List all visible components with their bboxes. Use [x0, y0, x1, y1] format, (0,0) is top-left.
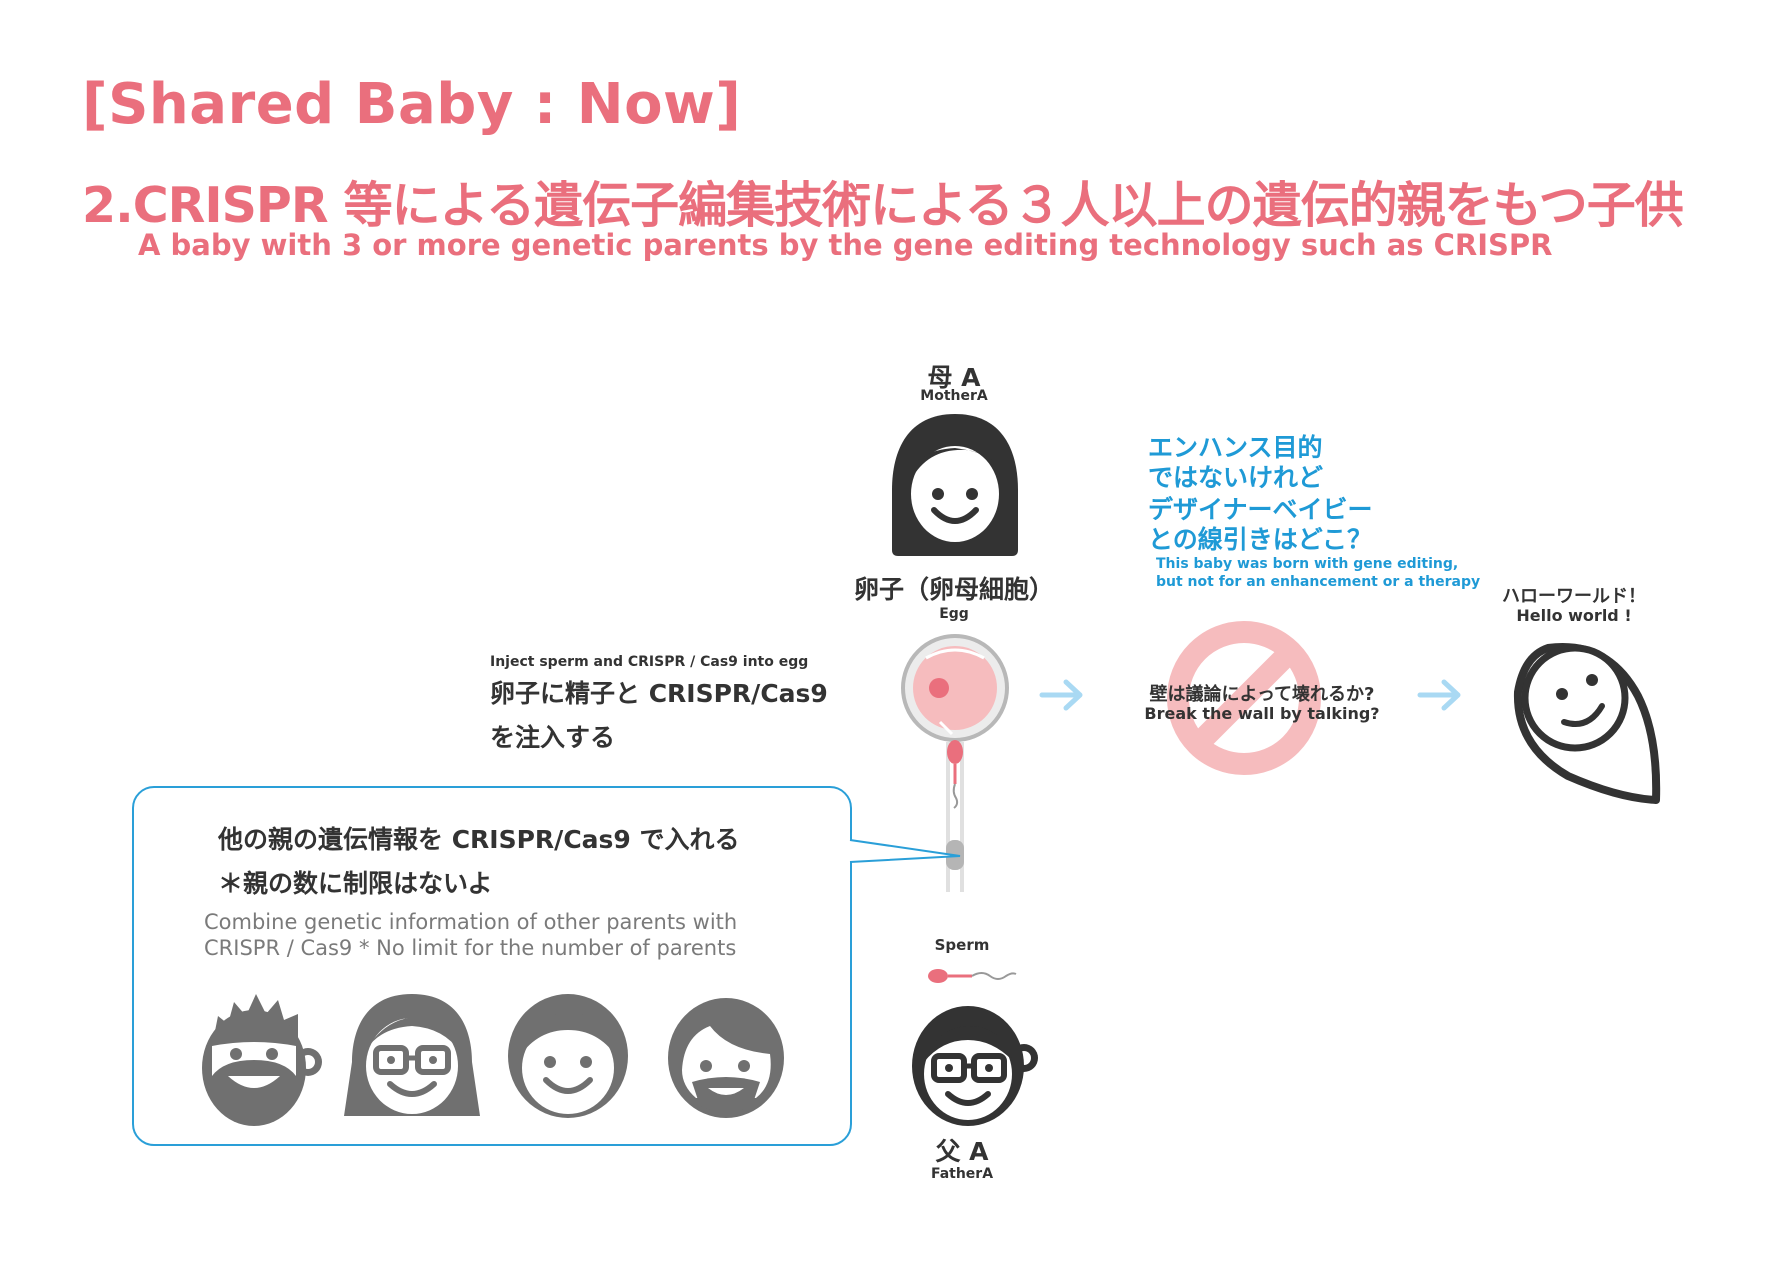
callout-pointer — [849, 839, 961, 863]
parent-face-icon — [202, 994, 322, 1126]
injection-label-en: Inject sperm and CRISPR / Cas9 into egg — [490, 654, 809, 670]
injection-label-ja-line1: 卵子に精子と CRISPR/Cas9 — [490, 679, 828, 708]
egg-cell-icon — [901, 634, 1009, 892]
subtitle-english: A baby with 3 or more genetic parents by… — [138, 228, 1553, 262]
baby-label-en: Hello world ! — [1516, 606, 1632, 625]
wall-label-en: Break the wall by talking? — [1144, 704, 1380, 723]
question-line2: ではないけれど — [1148, 463, 1324, 492]
egg-label: 卵子（卵母細胞） — [853, 575, 1055, 604]
parent-face-icon — [344, 994, 480, 1116]
parent-face-icon — [668, 998, 784, 1118]
question-en-line2: but not for an enhancement or a therapy — [1156, 574, 1481, 590]
sperm-label: Sperm — [934, 936, 990, 954]
mother-label-en: MotherA — [920, 388, 988, 404]
father-label-en: FatherA — [930, 1166, 994, 1182]
box-line2-ja: ＊親の数に制限はないよ — [218, 869, 493, 898]
question-line4: との線引きはどこ？ — [1148, 525, 1373, 554]
sperm-icon — [928, 969, 1017, 983]
baby-label: ハローワールド！ — [1502, 586, 1646, 607]
question-line1: エンハンス目的 — [1148, 433, 1323, 462]
father-icon — [912, 1006, 1038, 1126]
arrow-right-icon — [1039, 679, 1083, 711]
box-line1-ja: 他の親の遺伝情報を CRISPR/Cas9 で入れる — [218, 825, 740, 854]
page-title: [Shared Baby : Now] — [82, 72, 742, 137]
wall-label: 壁は議論によって壊れるか? — [1149, 684, 1375, 705]
mother-icon — [892, 414, 1018, 556]
injection-label-ja-line2: を注入する — [490, 723, 616, 752]
parent-face-icon — [508, 994, 628, 1118]
subtitle-japanese: 2.CRISPR 等による遺伝子編集技術による３人以上の遺伝的親をもつ子供 — [82, 177, 1684, 234]
box-line1-en: Combine genetic information of other par… — [204, 910, 738, 934]
mother-label: 母 A — [927, 363, 981, 392]
callout-box — [132, 786, 852, 1146]
egg-label-en: Egg — [939, 606, 969, 622]
question-en-line1: This baby was born with gene editing, — [1156, 556, 1459, 572]
question-line3: デザイナーベイビー — [1148, 495, 1373, 524]
baby-icon — [1513, 643, 1661, 804]
father-label: 父 A — [935, 1137, 989, 1166]
box-line2-en: CRISPR / Cas9 * No limit for the number … — [204, 936, 737, 960]
prohibited-icon — [1167, 621, 1321, 775]
arrow-right-icon — [1417, 679, 1461, 711]
